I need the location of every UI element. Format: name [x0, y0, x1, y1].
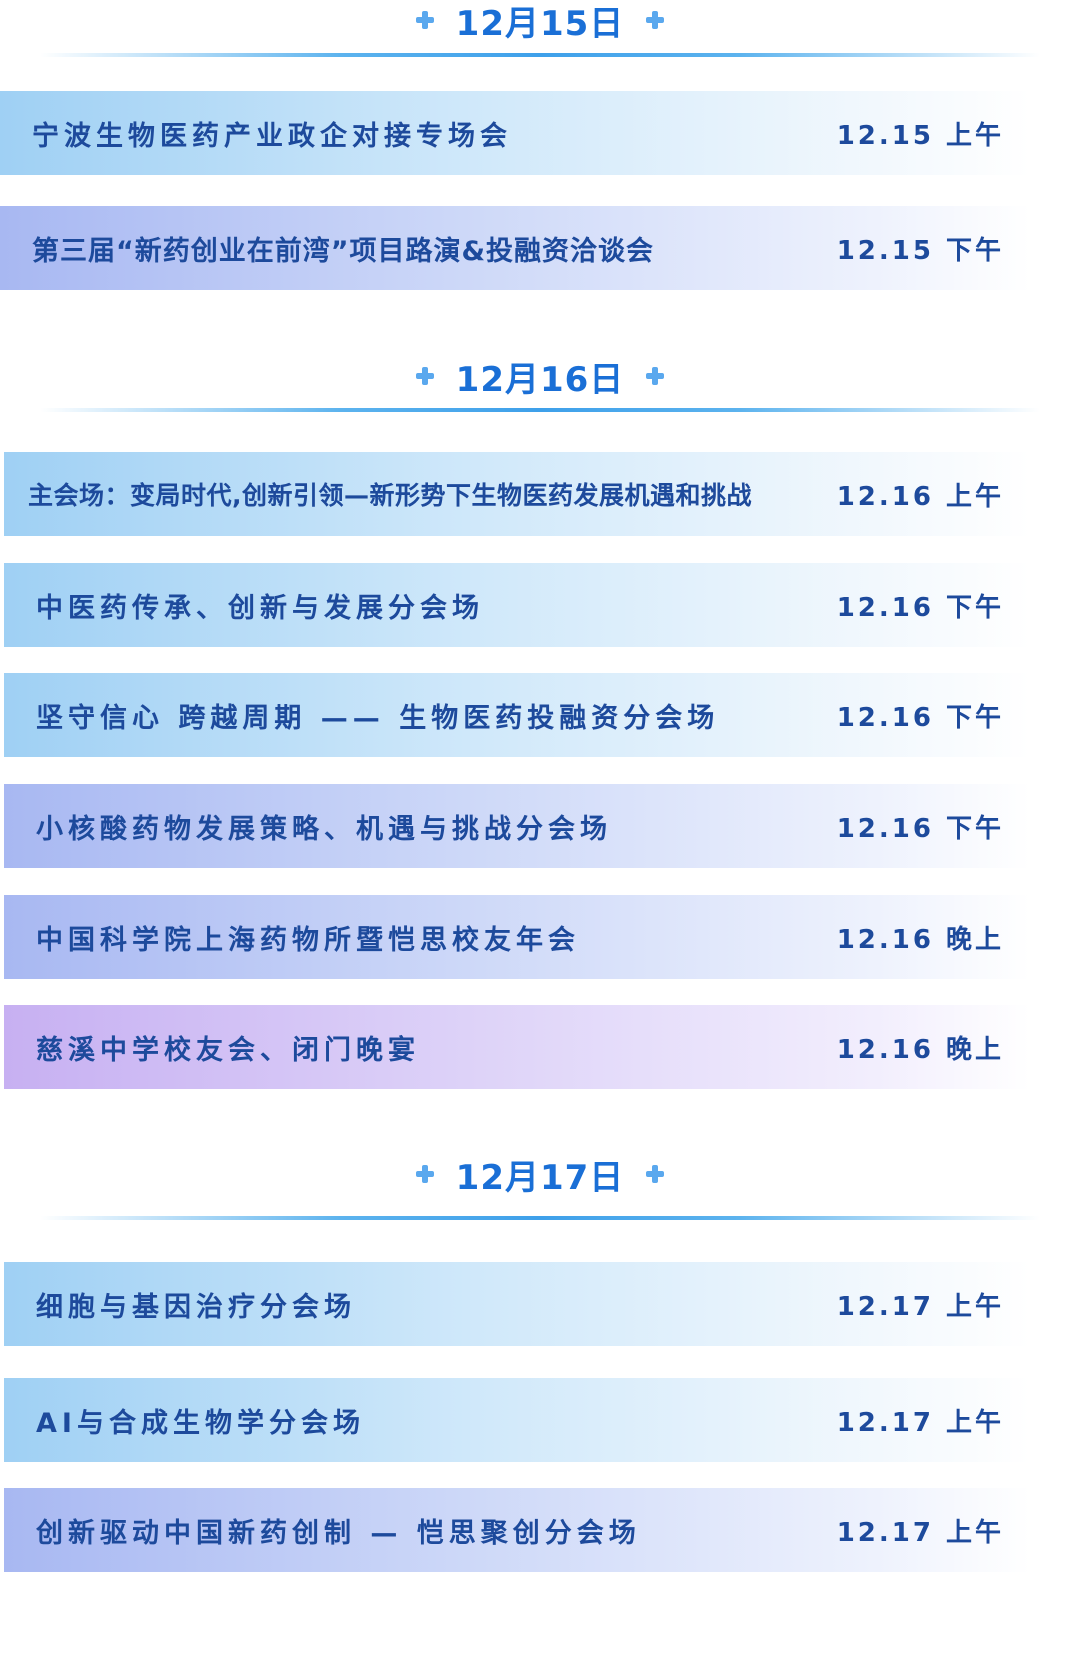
plus-icon [646, 1165, 665, 1183]
plus-icon [646, 11, 665, 29]
event-row[interactable]: 小核酸药物发展策略、机遇与挑战分会场 12.16 下午 [4, 784, 1030, 868]
event-row[interactable]: 坚守信心 跨越周期 —— 生物医药投融资分会场 12.16 下午 [4, 673, 1030, 757]
event-title: 中医药传承、创新与发展分会场 [36, 592, 484, 624]
event-title: 坚守信心 跨越周期 —— 生物医药投融资分会场 [36, 702, 720, 734]
event-time: 12.16 下午 [836, 592, 1004, 623]
event-title: 第三届“新药创业在前湾”项目路演&投融资洽谈会 [32, 235, 655, 267]
event-time: 12.16 晚上 [836, 924, 1004, 955]
event-title: 中国科学院上海药物所暨恺思校友年会 [36, 924, 580, 956]
day-header-1216: 12月16日 [0, 356, 1080, 400]
day-title: 12月17日 [455, 1157, 625, 1198]
event-row[interactable]: 中国科学院上海药物所暨恺思校友年会 12.16 晚上 [4, 895, 1030, 979]
event-title: 创新驱动中国新药创制 — 恺思聚创分会场 [36, 1517, 641, 1549]
day-header-1217: 12月17日 [0, 1154, 1080, 1198]
event-time: 12.17 上午 [836, 1517, 1004, 1548]
divider [40, 1216, 1040, 1220]
event-time: 12.16 下午 [836, 813, 1004, 844]
day-header-1215: 12月15日 [0, 0, 1080, 44]
divider [40, 53, 1040, 57]
day-title: 12月16日 [455, 359, 625, 400]
event-time: 12.15 下午 [836, 235, 1004, 266]
event-row[interactable]: 创新驱动中国新药创制 — 恺思聚创分会场 12.17 上午 [4, 1488, 1030, 1572]
plus-icon [646, 367, 665, 385]
event-time: 12.16 下午 [836, 702, 1004, 733]
event-title: 细胞与基因治疗分会场 [36, 1291, 356, 1323]
event-row[interactable]: 中医药传承、创新与发展分会场 12.16 下午 [4, 563, 1030, 647]
event-row[interactable]: 主会场：变局时代,创新引领—新形势下生物医药发展机遇和挑战 12.16 上午 [4, 452, 1030, 536]
event-time: 12.16 晚上 [836, 1034, 1004, 1065]
event-row[interactable]: 细胞与基因治疗分会场 12.17 上午 [4, 1262, 1030, 1346]
plus-icon [415, 367, 434, 385]
event-title: AI与合成生物学分会场 [36, 1407, 365, 1439]
event-time: 12.16 上午 [836, 481, 1004, 512]
event-time: 12.15 上午 [836, 120, 1004, 151]
plus-icon [415, 11, 434, 29]
event-row[interactable]: 慈溪中学校友会、闭门晚宴 12.16 晚上 [4, 1005, 1030, 1089]
event-title: 宁波生物医药产业政企对接专场会 [32, 120, 512, 152]
event-time: 12.17 上午 [836, 1407, 1004, 1438]
event-title: 慈溪中学校友会、闭门晚宴 [36, 1034, 420, 1066]
event-row[interactable]: 第三届“新药创业在前湾”项目路演&投融资洽谈会 12.15 下午 [0, 206, 1030, 290]
event-title: 小核酸药物发展策略、机遇与挑战分会场 [36, 813, 612, 845]
event-row[interactable]: AI与合成生物学分会场 12.17 上午 [4, 1378, 1030, 1462]
event-row[interactable]: 宁波生物医药产业政企对接专场会 12.15 上午 [0, 91, 1030, 175]
day-title: 12月15日 [455, 3, 625, 44]
event-title: 主会场：变局时代,创新引领—新形势下生物医药发展机遇和挑战 [28, 481, 752, 510]
plus-icon [415, 1165, 434, 1183]
event-time: 12.17 上午 [836, 1291, 1004, 1322]
divider [40, 408, 1040, 412]
